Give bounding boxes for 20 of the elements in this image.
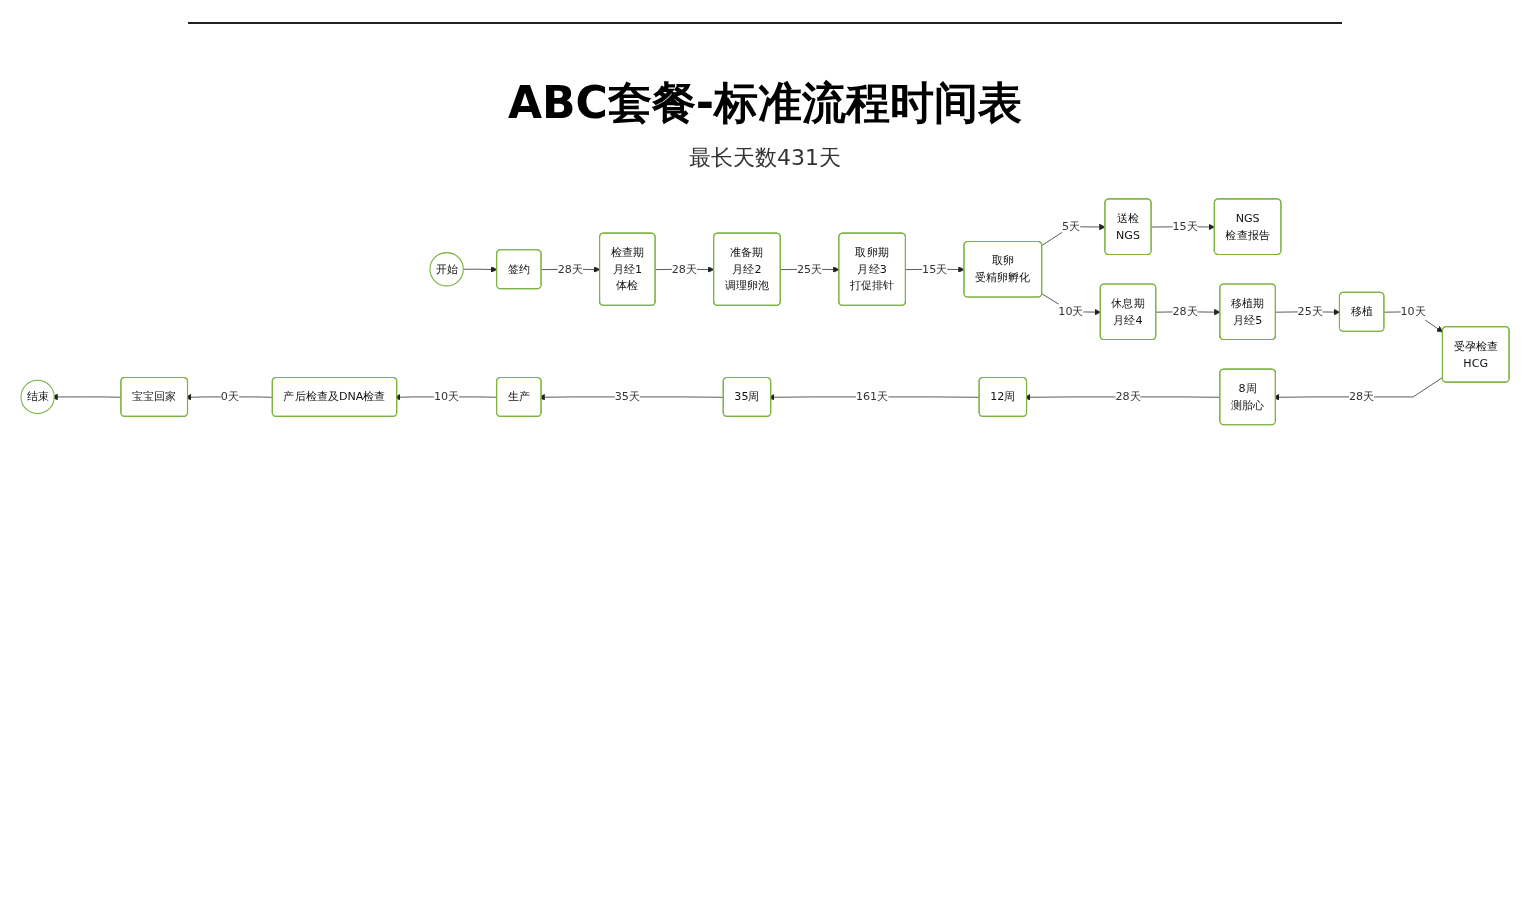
edge-label: 10天 <box>1400 304 1426 319</box>
edge-label: 15天 <box>922 262 948 276</box>
edge-label: 0天 <box>220 390 239 404</box>
edge-label: 28天 <box>1349 390 1375 404</box>
title: ABC套餐-标准流程时间表 <box>506 76 1024 130</box>
edge-label: 35天 <box>614 390 640 404</box>
node-circle: 结束 <box>20 379 55 415</box>
edge-label: 10天 <box>434 390 460 404</box>
edge-label: 5天 <box>1061 219 1081 234</box>
node-circle: 开始 <box>429 252 464 287</box>
edge-label: 25天 <box>1297 304 1323 319</box>
edge-label: 10天 <box>1058 304 1084 319</box>
edge-label: 28天 <box>671 262 697 276</box>
edge-label: 28天 <box>557 262 583 276</box>
edge-label: 25天 <box>796 262 823 276</box>
edge-label: 161天 <box>855 390 889 404</box>
edge-label: 28天 <box>1172 304 1198 319</box>
edge-label: 15天 <box>1172 219 1198 234</box>
edge-label: 28天 <box>1115 390 1141 404</box>
subtitle: 最长天数431天 <box>688 144 842 172</box>
